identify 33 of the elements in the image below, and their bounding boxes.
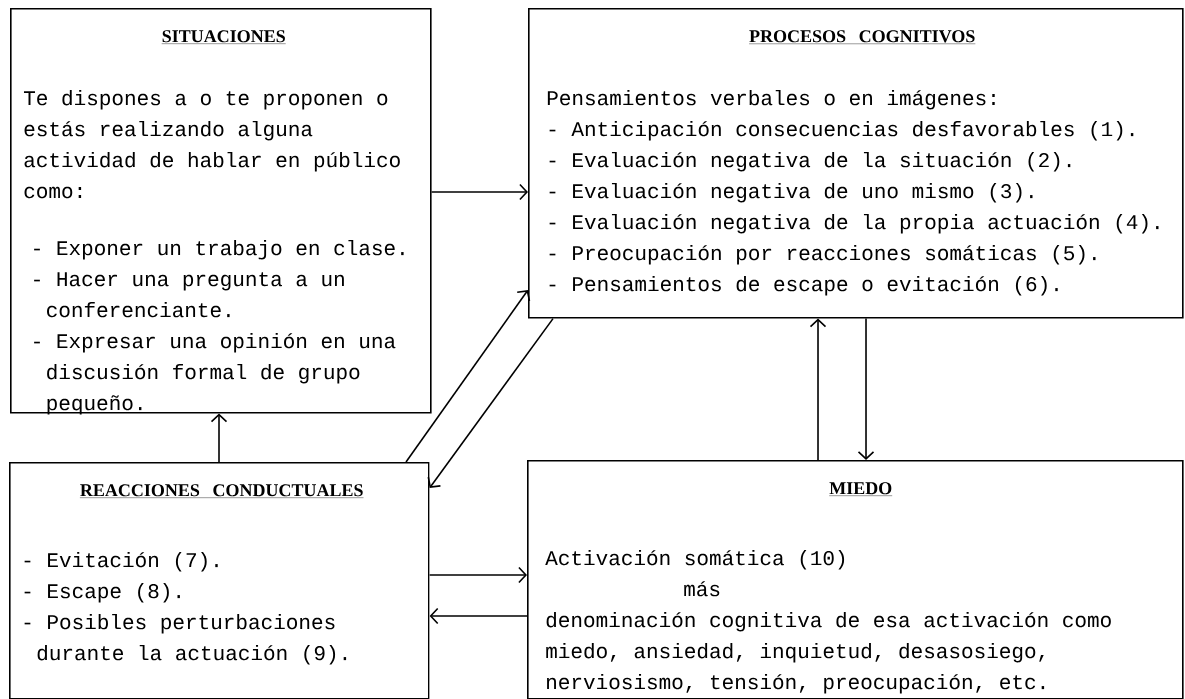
process-box <box>10 8 432 415</box>
arrow <box>428 566 527 584</box>
arrow <box>427 317 554 488</box>
arrow <box>430 183 528 201</box>
body-text: - Escape (8). <box>24 582 180 603</box>
body-text: denominación cognitiva de esa activación como miedo, ansiedad, inquietud, desasosiego, nerviosismo, tensión, preocupación, etc. <box>546 611 1111 694</box>
body-text: - Hacer una pregunta a un conferenciante. <box>34 272 344 318</box>
body-text: Te dispones a o te proponen o estás realizando alguna actividad de hablar en público como: <box>24 89 400 199</box>
process-box <box>9 462 430 699</box>
body-text: - Evitación (7). <box>24 551 218 572</box>
arrow <box>210 413 228 463</box>
box-heading: MIEDO <box>829 482 893 496</box>
body-text: - Evaluación negativa de la situación (2). <box>549 151 1071 172</box>
body-text: - Pensamientos de escape o evitación (6). <box>549 275 1058 296</box>
process-box <box>528 8 1184 319</box>
body-text: - Evaluación negativa de uno mismo (3). <box>549 182 1033 203</box>
body-text: - Preocupación por reacciones somáticas (5). <box>549 244 1096 265</box>
arrow <box>857 317 875 460</box>
body-text: Pensamientos verbales o en imágenes: <box>547 89 995 110</box>
body-text: - Expresar una opinión en una discusión formal de grupo pequeño. <box>34 332 396 415</box>
box-heading: SITUACIONES <box>161 30 286 44</box>
process-box <box>527 460 1184 699</box>
body-text: - Evaluación negativa de la propia actuación (4). <box>549 213 1159 234</box>
body-text: - Posibles perturbaciones durante la actuación (9). <box>24 613 347 665</box>
box-heading: PROCESOS COGNITIVOS <box>748 30 976 44</box>
body-text: - Anticipación consecuencias desfavorables (1). <box>549 120 1134 141</box>
arrow <box>429 607 528 625</box>
body-text: - Exponer un trabajo en clase. <box>34 239 404 260</box>
box-heading: REACCIONES CONDUCTUALES <box>79 484 364 498</box>
body-text: Activación somática (10) <box>545 549 845 570</box>
body-text: más <box>684 581 720 597</box>
arrow <box>405 290 531 463</box>
arrow <box>809 318 827 461</box>
